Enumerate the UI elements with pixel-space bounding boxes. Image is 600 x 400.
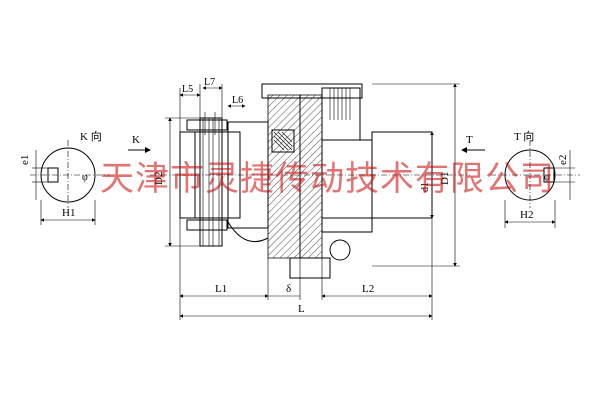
left-bolt-top — [186, 119, 228, 131]
right-phi-label: φ — [544, 172, 550, 183]
left-phi-label: φ — [82, 172, 88, 183]
bottom-bearing — [329, 239, 351, 261]
friction-plates — [329, 88, 351, 120]
svg-text:T: T — [466, 134, 473, 146]
delta-label: δ — [286, 283, 291, 295]
right-end-view: H2 e2 T 向 φ — [490, 129, 580, 228]
left-end-view: H1 e1 K 向 φ — [19, 129, 110, 225]
d2-label: D2 — [153, 172, 165, 185]
d1-shaft-label: d1 — [420, 182, 431, 192]
left-bolt-bottom — [186, 219, 228, 231]
t-section-mark: T — [461, 134, 485, 153]
left-flange — [199, 117, 223, 247]
l2-label: L2 — [362, 283, 374, 295]
main-dimensions: D2 D1 d1 L1 δ L2 L L5 L7 L6 — [153, 77, 460, 320]
l6-label: L6 — [232, 95, 243, 106]
l-label: L — [298, 303, 305, 315]
h1-label: H1 — [62, 207, 75, 219]
l7-label: L7 — [204, 77, 215, 88]
right-view-label: T 向 — [514, 129, 534, 143]
e1-label: e1 — [19, 155, 31, 165]
bottom-housing — [289, 257, 331, 279]
e2-label: e2 — [557, 155, 569, 165]
svg-text:K: K — [132, 134, 140, 146]
l1-label: L1 — [215, 283, 227, 295]
d1-label: D1 — [439, 172, 451, 185]
left-view-label: K 向 — [80, 129, 102, 143]
company-watermark: 天津市灵捷传动技术有限公司 — [100, 159, 555, 199]
l5-label: L5 — [182, 84, 193, 95]
main-assembly — [150, 83, 470, 279]
top-cover — [261, 83, 363, 99]
k-section-mark: K — [128, 134, 151, 153]
spring — [271, 129, 295, 153]
friction-pack — [321, 87, 361, 141]
h2-label: H2 — [520, 209, 533, 221]
